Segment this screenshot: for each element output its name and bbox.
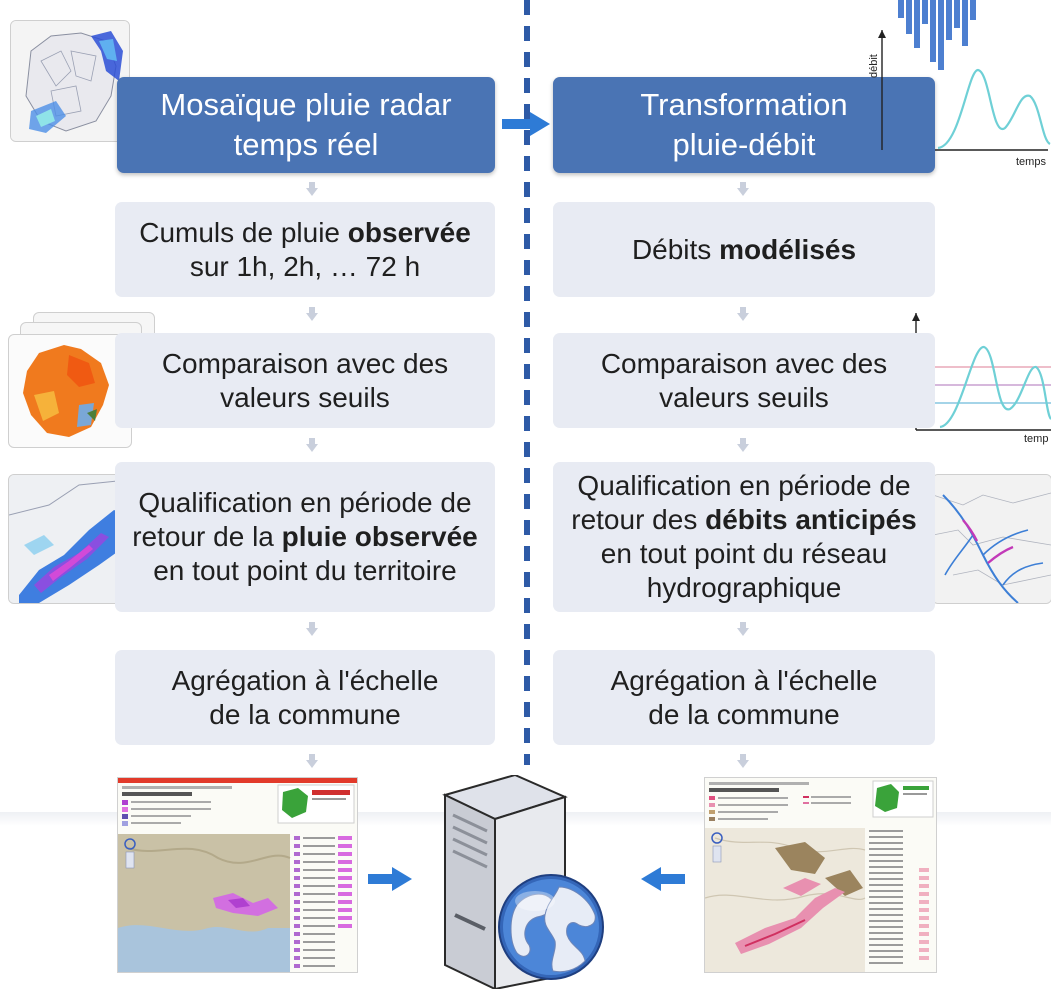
rain-vigilance-webpage-screenshot [117,777,358,973]
header-right-arrow [502,112,550,136]
left-down-arrow-5 [306,754,318,768]
left-step1-box: Cumuls de pluie observée sur 1h, 2h, … 7… [115,202,495,297]
right-down-arrow-1 [737,182,749,196]
left-step1-line1: Cumuls de pluie observée [139,216,471,248]
right-step2-line2: valeurs seuils [659,381,829,413]
left-step3-line1: Qualification en période de [138,487,472,518]
left-step4-box: Agrégation à l'échelle de la commune [115,650,495,745]
left-header-line1: Mosaïque pluie radar [160,87,452,122]
left-step2-line1: Comparaison avec des [161,347,449,379]
right-down-arrow-5 [737,754,749,768]
return-period-map-left [8,474,128,604]
flow-vigilance-webpage-screenshot [704,777,937,973]
radar-mosaic-thumbnail [10,20,130,142]
left-step2-box: Comparaison avec des valeurs seuils [115,333,495,428]
hydrograph-ylabel: débit [868,54,880,78]
left-header-line2: temps réel [233,127,379,162]
left-step2-line2: valeurs seuils [220,381,390,413]
right-step3-line4: hydrographique [646,572,842,603]
center-divider [524,0,530,765]
hydrograph-graphic: débit temps [860,0,1051,170]
left-down-arrow-3 [306,438,318,452]
right-step1-box: Débits modélisés [553,202,935,297]
right-step4-line2: de la commune [648,698,840,730]
left-step4-line1: Agrégation à l'échelle [171,664,439,696]
right-header-box: Transformation pluie-débit [553,77,935,173]
right-header-line1: Transformation [640,87,848,122]
right-step2-line1: Comparaison avec des [600,347,888,379]
right-to-server-arrow [641,867,685,891]
right-down-arrow-3 [737,438,749,452]
france-threshold-map [8,334,132,448]
left-down-arrow-2 [306,307,318,321]
river-network-map-right [932,474,1051,604]
right-step3-line3: en tout point du réseau [600,538,888,569]
left-header-box: Mosaïque pluie radar temps réel [117,77,495,173]
right-step1-line1: Débits modélisés [631,233,857,265]
left-step1-line2: sur 1h, 2h, … 72 h [189,250,421,282]
right-step3-box: Qualification en période de retour des d… [553,462,935,612]
left-down-arrow-1 [306,182,318,196]
web-server-icon [425,775,630,989]
left-down-arrow-4 [306,622,318,636]
right-down-arrow-2 [737,307,749,321]
hydrograph-xlabel: temps [1016,156,1046,168]
threshold-plot-xlabel: temp [1024,433,1048,445]
right-down-arrow-4 [737,622,749,636]
right-step4-box: Agrégation à l'échelle de la commune [553,650,935,745]
left-step3-box: Qualification en période de retour de la… [115,462,495,612]
right-step4-line1: Agrégation à l'échelle [610,664,878,696]
left-step3-line3: en tout point du territoire [153,555,457,586]
left-step3-line2: retour de la pluie observée [132,521,478,552]
left-step4-line2: de la commune [209,698,401,730]
right-step2-box: Comparaison avec des valeurs seuils [553,333,935,428]
right-step3-line2: retour des débits anticipés [571,504,917,535]
right-header-line2: pluie-débit [672,127,816,162]
right-step3-line1: Qualification en période de [577,470,911,501]
left-to-server-arrow [368,867,412,891]
